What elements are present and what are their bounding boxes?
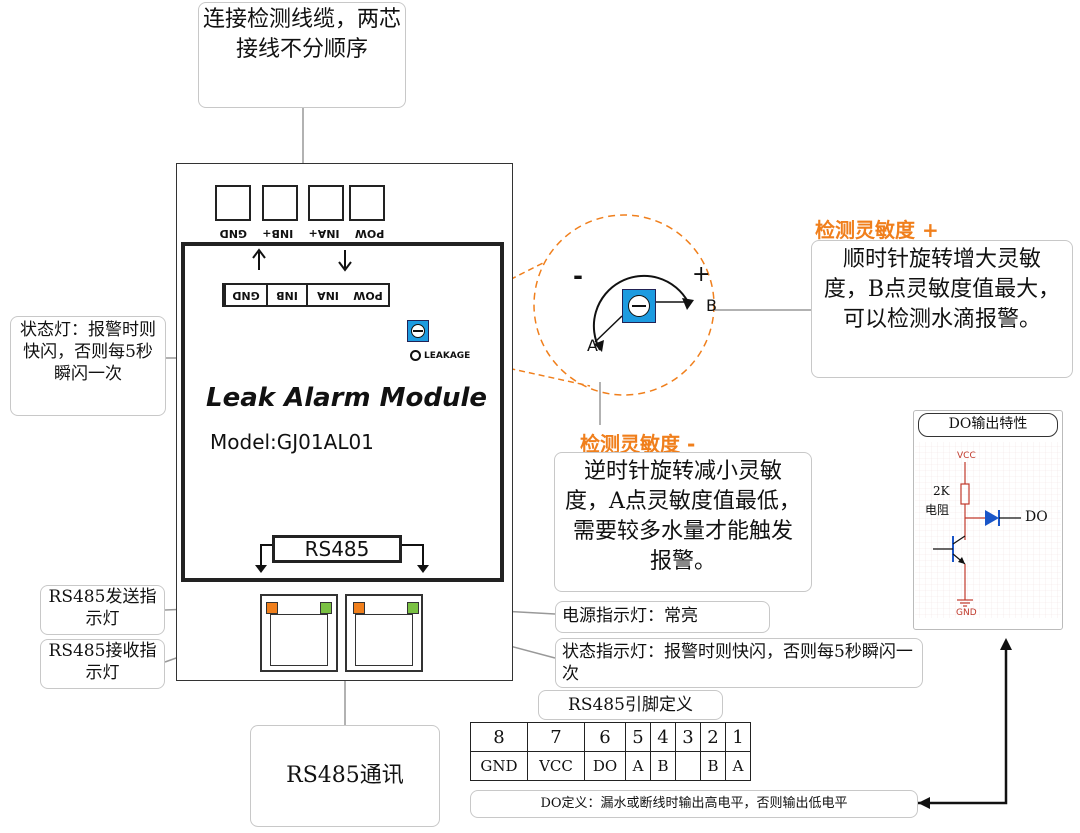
- terminal-label-ina: INA+: [308, 227, 340, 240]
- state-led-callout: 状态指示灯：报警时则快闪，否则每5秒瞬闪一次: [555, 638, 923, 688]
- pin-signal: A: [625, 751, 651, 781]
- state-led-callout-text: 状态指示灯：报警时则快闪，否则每5秒瞬闪一次: [562, 642, 913, 684]
- sensitivity-potentiometer[interactable]: [407, 320, 429, 342]
- do-definition: DO定义：漏水或断线时输出高电平，否则输出低电平: [470, 790, 918, 818]
- circuit-do: DO: [1025, 509, 1048, 525]
- pin-number-row: 8 7 6 5 4 3 2 1: [470, 722, 751, 752]
- pin-number: 3: [675, 722, 701, 752]
- module-panel: [181, 242, 504, 582]
- knob-zoom: [592, 274, 694, 352]
- do-circuit: [915, 442, 1061, 618]
- inner-label-ina: INA: [306, 285, 348, 305]
- cable-callout-text: 连接检测线缆，两芯接线不分顺序: [202, 7, 401, 62]
- sensitivity-plus-title: 检测灵敏度 +: [815, 218, 939, 242]
- pin-number: 8: [470, 722, 528, 752]
- knob-zoom-pot: [622, 289, 656, 323]
- inner-label-pow: POW: [353, 289, 383, 302]
- sensitivity-minus-text: 逆时针旋转减小灵敏度，A点灵敏度值最低，需要较多水量才能触发报警。: [565, 459, 801, 574]
- circuit-res: 2K: [933, 484, 950, 498]
- pin-number: 2: [700, 722, 726, 752]
- leak-alarm-module: [176, 163, 513, 681]
- rx-led-callout: RS485接收指示灯: [40, 639, 165, 689]
- terminal-pow: [349, 185, 385, 221]
- knob-plus: +: [692, 262, 711, 287]
- do-definition-text: DO定义：漏水或断线时输出高电平，否则输出低电平: [540, 796, 848, 811]
- rj45-port-right[interactable]: [345, 594, 423, 672]
- pin-signal-row: GND VCC DO A B B A: [470, 751, 751, 781]
- pin-signal: GND: [470, 751, 528, 781]
- state-led: [353, 602, 365, 614]
- pin-signal: B: [700, 751, 726, 781]
- pin-signal: VCC: [527, 751, 585, 781]
- inner-label-strip: GND INB INA POW: [222, 283, 390, 307]
- power-led-callout: 电源指示灯：常亮: [555, 601, 770, 633]
- terminal-label-pow: POW: [354, 227, 385, 240]
- terminal-label-inb: INB+: [262, 227, 294, 240]
- tx-led-callout-text: RS485发送指示灯: [48, 587, 157, 629]
- pin-def-title-text: RS485引脚定义: [568, 695, 693, 715]
- terminal-ina: [308, 185, 344, 221]
- terminal-gnd: [215, 185, 251, 221]
- pin-def-title: RS485引脚定义: [538, 690, 723, 720]
- rs485-comm-callout: RS485通讯: [250, 725, 440, 827]
- pin-number: 6: [584, 722, 626, 752]
- circuit-gnd: GND: [956, 608, 977, 618]
- terminal-arrows: [252, 248, 352, 272]
- rs485-arrows: [255, 544, 429, 573]
- knob-b: B: [706, 296, 717, 315]
- pin-number: 4: [650, 722, 676, 752]
- power-led-callout-text: 电源指示灯：常亮: [562, 606, 698, 626]
- rs485-comm-text: RS485通讯: [286, 763, 404, 788]
- cable-callout: 连接检测线缆，两芯接线不分顺序: [198, 2, 406, 108]
- leakage-label: LEAKAGE: [424, 350, 471, 361]
- pin-signal: DO: [584, 751, 626, 781]
- inner-label-gnd: GND: [224, 285, 266, 305]
- rj45-port-left[interactable]: [260, 594, 338, 672]
- rx-led-callout-text: RS485接收指示灯: [48, 641, 157, 683]
- circuit-vcc: VCC: [957, 451, 976, 461]
- leakage-led-icon: [410, 350, 421, 361]
- module-model: Model:GJ01AL01: [210, 430, 374, 454]
- tx-led-callout: RS485发送指示灯: [40, 585, 165, 635]
- sensitivity-plus-text: 顺时针旋转增大灵敏度，B点灵敏度值最大，可以检测水滴报警。: [823, 247, 1061, 332]
- sensitivity-plus-callout: 顺时针旋转增大灵敏度，B点灵敏度值最大，可以检测水滴报警。: [811, 240, 1073, 378]
- status-led-callout-text: 状态灯：报警时则快闪，否则每5秒瞬闪一次: [20, 320, 156, 384]
- status-led-callout: 状态灯：报警时则快闪，否则每5秒瞬闪一次: [10, 316, 166, 416]
- pin-number: 1: [725, 722, 751, 752]
- pin-number: 7: [527, 722, 585, 752]
- power-led: [407, 602, 419, 614]
- pin-number: 5: [625, 722, 651, 752]
- knob-minus: -: [573, 262, 583, 290]
- sensitivity-minus-callout: 逆时针旋转减小灵敏度，A点灵敏度值最低，需要较多水量才能触发报警。: [554, 452, 812, 592]
- circuit-res-label: 电阻: [925, 503, 950, 517]
- pin-signal: [675, 751, 701, 781]
- pin-signal: A: [725, 751, 751, 781]
- pin-table: 8 7 6 5 4 3 2 1 GND VCC DO A B B A: [470, 722, 751, 781]
- terminal-inb: [262, 185, 298, 221]
- tx-led: [266, 602, 278, 614]
- terminal-label-gnd: GND: [219, 227, 248, 240]
- inner-label-inb: INB: [266, 285, 306, 305]
- terminal-labels: POW INA+ INB+ GND: [212, 222, 392, 240]
- pin-signal: B: [650, 751, 676, 781]
- rx-led: [320, 602, 332, 614]
- do-characteristic-title: DO输出特性: [918, 413, 1058, 437]
- leakage-indicator: LEAKAGE: [410, 350, 470, 361]
- rs485-label: RS485: [272, 535, 402, 563]
- module-title: Leak Alarm Module: [206, 383, 488, 413]
- knob-a: A: [587, 336, 598, 355]
